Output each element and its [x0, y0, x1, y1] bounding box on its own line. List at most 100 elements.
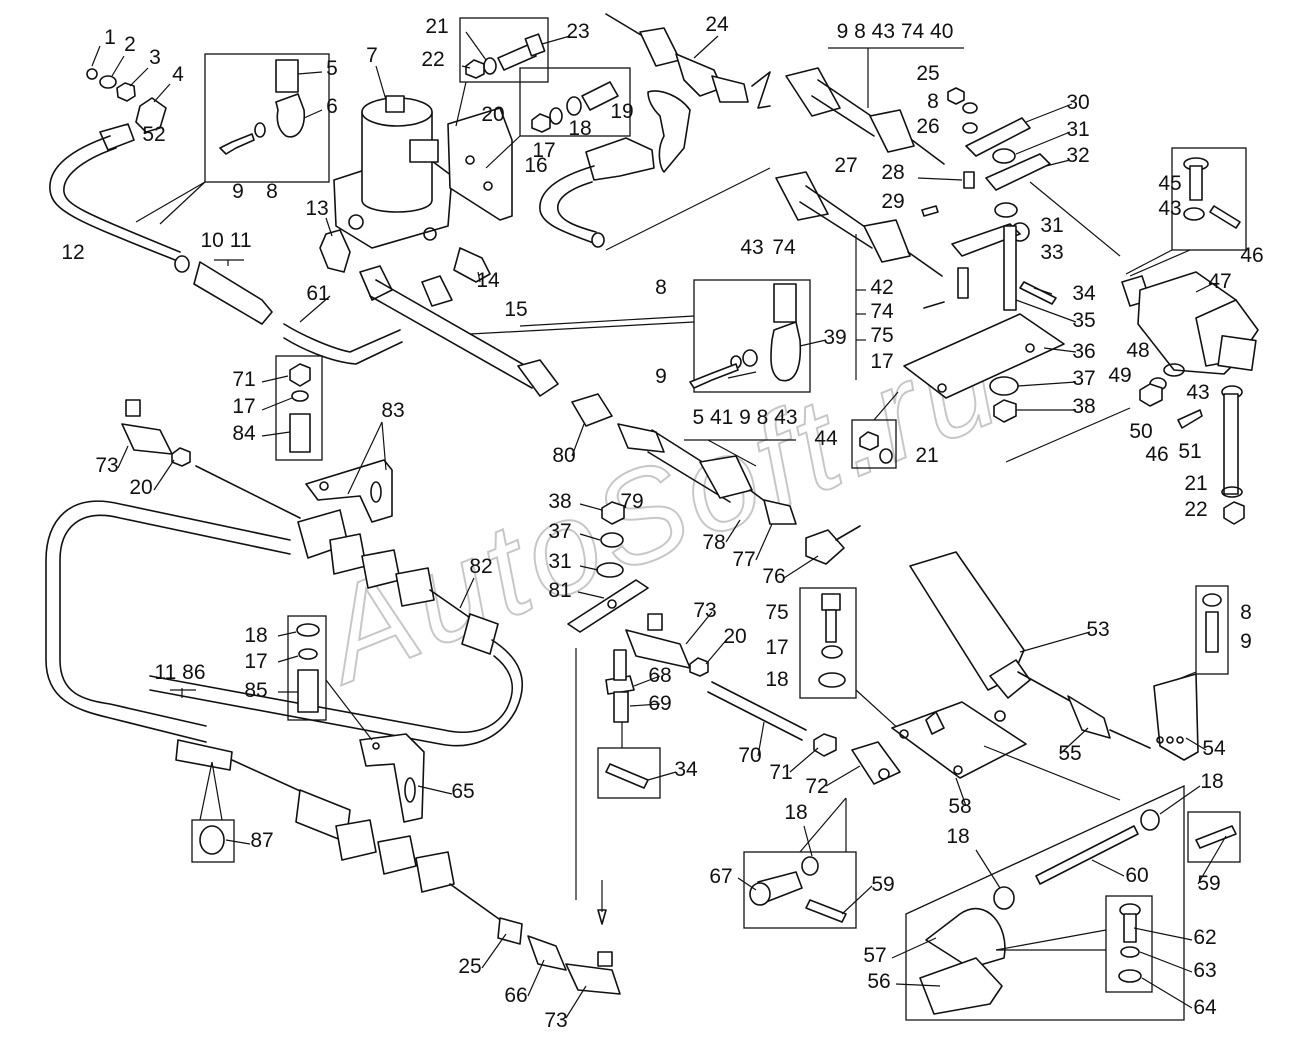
callout-label: 15 — [504, 298, 527, 321]
lever-30 — [965, 117, 1031, 157]
plate-32 — [985, 153, 1051, 191]
washer-43b — [742, 349, 758, 367]
rubber-pad-5 — [275, 59, 299, 93]
callout-label: 79 — [620, 490, 643, 513]
nut-71 — [289, 363, 311, 387]
callout-label: 1 — [104, 26, 116, 49]
actuator-47 — [1005, 147, 1259, 525]
washer-43a — [1183, 207, 1205, 221]
callout-label: 16 — [524, 154, 547, 177]
pedal-axle-60 — [743, 797, 1241, 929]
pin-28 — [963, 171, 975, 189]
washer-8b — [962, 102, 978, 114]
fitting-80 — [571, 393, 613, 427]
callout-label: 75 — [765, 601, 788, 624]
bolt-9b — [689, 363, 739, 389]
callout-label: 69 — [648, 692, 671, 715]
lever-33 — [951, 223, 1021, 257]
callout-label: 9 — [655, 365, 667, 388]
callout-label: 75 — [870, 324, 893, 347]
callout-label: 18 — [784, 801, 807, 824]
callout-label: 2 — [124, 33, 136, 56]
clip-39 — [770, 321, 802, 382]
nut-20 — [531, 113, 551, 133]
fitting-52 — [99, 123, 135, 151]
washer-18b — [296, 623, 320, 637]
callout-label: 6 — [326, 95, 338, 118]
callout-label: 70 — [738, 744, 761, 767]
callout-label: 57 — [863, 944, 886, 967]
callout-label: 45 — [1158, 172, 1181, 195]
washer-18c — [818, 672, 846, 688]
cable-assembly-top-right — [785, 47, 1051, 217]
callout-label: 14 — [476, 269, 500, 292]
callout-label: 71 — [232, 368, 255, 391]
callout-label: 74 — [870, 300, 894, 323]
callout-label: 33 — [1040, 241, 1063, 264]
callout-label: 17 — [232, 395, 255, 418]
callout-label: 64 — [1193, 996, 1217, 1019]
callout-label: 8 — [927, 90, 939, 113]
screw-73c — [647, 613, 663, 631]
callout-label: 20 — [481, 103, 504, 126]
distribution-rail-15 — [319, 229, 559, 397]
pedal-linkage — [597, 587, 901, 799]
nut-3 — [116, 82, 136, 102]
cotter-46a — [1209, 205, 1241, 229]
throttle-cable-82 — [45, 399, 621, 995]
callout-label: 46 — [1240, 244, 1263, 267]
callout-label: 4 — [172, 63, 184, 86]
callout-label: 60 — [1125, 864, 1148, 887]
callout-label: 18 — [568, 117, 591, 140]
callout-label: 46 — [1145, 443, 1168, 466]
callout-label: 71 — [769, 761, 792, 784]
callout-label: 73 — [693, 599, 716, 622]
callout-label: 54 — [1202, 737, 1226, 760]
washer-18f — [801, 856, 819, 876]
callout-label: 17 — [244, 650, 267, 673]
bolt-75 — [825, 609, 837, 643]
callout-label: 34 — [1072, 282, 1096, 305]
callout-label: 38 — [1072, 395, 1095, 418]
callout-label: 31 — [1066, 118, 1089, 141]
washer-37 — [989, 376, 1019, 396]
callout-label: 18 — [1200, 770, 1223, 793]
bracket-36 — [903, 313, 1065, 399]
cotter-46b — [1177, 409, 1203, 429]
callout-label: 22 — [1184, 498, 1207, 521]
callout-label: 17 — [532, 139, 555, 162]
callout-label: 59 — [1197, 872, 1220, 895]
callout-label: 24 — [705, 13, 729, 36]
callout-label: 42 — [870, 276, 893, 299]
callout-label: 26 — [916, 115, 939, 138]
sleeve-10-11 — [193, 261, 273, 325]
washer-37b — [600, 532, 624, 548]
callout-label: 80 — [552, 444, 575, 467]
leader-lines — [91, 31, 1227, 1019]
nut-22b — [1223, 501, 1245, 525]
pin-box-45 — [1171, 147, 1247, 251]
gasket-56 — [919, 957, 1003, 1015]
bolt-19 — [581, 81, 619, 111]
stop-57 — [925, 907, 1006, 969]
fuel-cutoff-cylinder-7 — [333, 95, 453, 249]
callout-label: 29 — [881, 190, 904, 213]
bracket-65 — [359, 733, 425, 823]
callout-label: 39 — [823, 326, 846, 349]
bolt-23 — [497, 43, 537, 71]
bracket-16 — [447, 17, 631, 221]
cotter-59b — [805, 899, 847, 923]
clip-kit-box-center — [469, 279, 811, 393]
washer-18 — [566, 96, 582, 116]
callout-label: 67 — [709, 865, 732, 888]
callout-label: 38 — [548, 490, 571, 513]
washer-21c — [1221, 486, 1243, 498]
cable-assembly-27 — [775, 171, 943, 380]
callout-label: 5 — [326, 57, 338, 80]
callout-label: 43 — [1158, 197, 1181, 220]
callout-label: 73 — [95, 454, 118, 477]
callout-label: 7 — [366, 44, 378, 67]
callout-label: 9 8 43 74 40 — [837, 20, 954, 43]
callout-label: 21 — [1184, 472, 1207, 495]
stop-block-assembly — [905, 784, 1185, 1021]
